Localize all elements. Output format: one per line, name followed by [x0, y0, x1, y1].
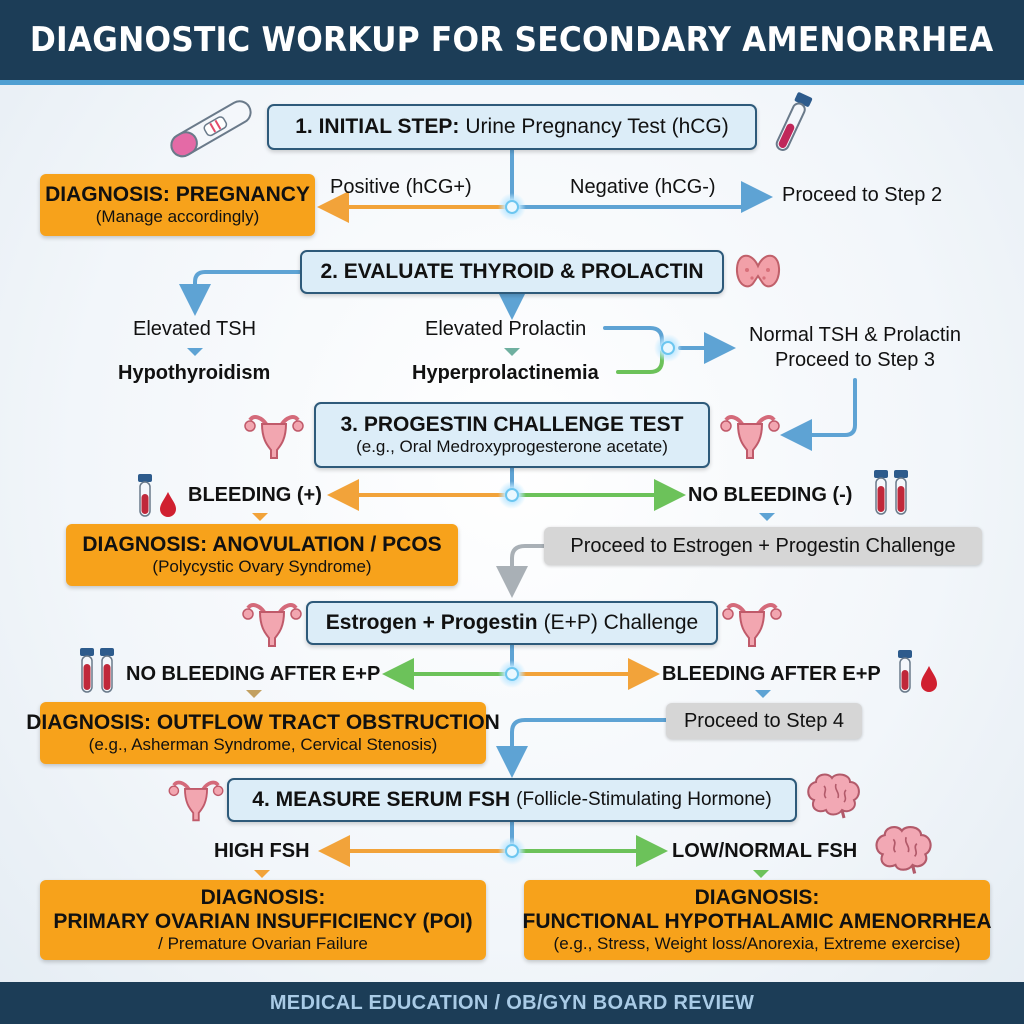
- ep-lead: Estrogen + Progestin: [325, 611, 538, 634]
- diagnosis-fha-box: DIAGNOSIS: FUNCTIONAL HYPOTHALAMIC AMENO…: [522, 880, 992, 960]
- blood-tube-icon: [775, 92, 813, 151]
- diagnosis-anovulation-title: DIAGNOSIS: ANOVULATION / PCOS: [82, 533, 442, 556]
- uterus-icon: [244, 415, 304, 459]
- negative-label: Negative (hCG-): [570, 176, 716, 198]
- blood-tube-icon: [80, 648, 114, 693]
- pregnancy-test-icon: [170, 100, 252, 158]
- uterus-icon: [722, 603, 782, 647]
- high-fsh-label: HIGH FSH: [214, 840, 310, 862]
- ep-rest: (E+P) Challenge: [543, 611, 699, 634]
- hypothyroidism-label: Hypothyroidism: [118, 362, 271, 384]
- step1-box: 1. INITIAL STEP: Urine Pregnancy Test (h…: [267, 104, 757, 150]
- no-bleeding-after-ep-label: NO BLEEDING AFTER E+P: [126, 663, 381, 685]
- diagnosis-fha-line2: FUNCTIONAL HYPOTHALAMIC AMENORRHEA: [522, 910, 992, 933]
- blood-tube-icon: [138, 474, 176, 517]
- brain-icon: [807, 773, 860, 819]
- brain-icon: [875, 826, 932, 874]
- diagnosis-poi-box: DIAGNOSIS: PRIMARY OVARIAN INSUFFICIENCY…: [40, 880, 486, 960]
- diagnosis-fha-line3: (e.g., Stress, Weight loss/Anorexia, Ext…: [553, 934, 961, 953]
- proceed-ep-label: Proceed to Estrogen + Progestin Challeng…: [570, 534, 956, 557]
- footer-bar: MEDICAL EDUCATION / OB/GYN BOARD REVIEW: [0, 982, 1024, 1024]
- blood-tube-icon: [874, 470, 908, 515]
- diagnosis-anovulation-box: DIAGNOSIS: ANOVULATION / PCOS (Polycysti…: [66, 524, 458, 586]
- diagnosis-poi-line2: PRIMARY OVARIAN INSUFFICIENCY (POI): [53, 910, 473, 933]
- diagnosis-outflow-box: DIAGNOSIS: OUTFLOW TRACT OBSTRUCTION (e.…: [26, 702, 500, 764]
- step4-box: 4. MEASURE SERUM FSH (Follicle-Stimulati…: [227, 778, 797, 822]
- diagnosis-outflow-sub: (e.g., Asherman Syndrome, Cervical Steno…: [88, 735, 438, 754]
- step2-box: 2. EVALUATE THYROID & PROLACTIN: [300, 250, 724, 294]
- diagnosis-pregnancy-box: DIAGNOSIS: PREGNANCY (Manage accordingly…: [40, 174, 315, 236]
- proceed-step3-label: Proceed to Step 3: [774, 349, 936, 371]
- diagnosis-poi-line1: DIAGNOSIS:: [200, 886, 326, 909]
- step4-lead: 4. MEASURE SERUM FSH: [252, 788, 511, 811]
- hyperprolactinemia-label: Hyperprolactinemia: [412, 362, 599, 384]
- bleeding-after-ep-label: BLEEDING AFTER E+P: [662, 663, 881, 685]
- low-normal-fsh-label: LOW/NORMAL FSH: [672, 840, 858, 862]
- step4-rest: (Follicle-Stimulating Hormone): [516, 789, 772, 810]
- elevated-prolactin-label: Elevated Prolactin: [425, 318, 587, 340]
- diagnosis-pregnancy-sub: (Manage accordingly): [95, 207, 260, 226]
- uterus-icon: [720, 415, 780, 459]
- proceed-step2-label: Proceed to Step 2: [782, 184, 943, 206]
- proceed-step4-box: Proceed to Step 4: [666, 703, 862, 739]
- step3-title: 3. PROGESTIN CHALLENGE TEST: [340, 413, 684, 436]
- uterus-icon: [242, 603, 302, 647]
- no-bleeding-label: NO BLEEDING (-): [688, 484, 853, 506]
- diagnosis-anovulation-sub: (Polycystic Ovary Syndrome): [152, 557, 372, 576]
- blood-drop-icon: [898, 650, 937, 693]
- page-title: DIAGNOSTIC WORKUP FOR SECONDARY AMENORRH…: [30, 20, 994, 60]
- normal-tsh-prolactin-label: Normal TSH & Prolactin: [749, 324, 961, 346]
- ep-challenge-box: Estrogen + Progestin (E+P) Challenge: [306, 601, 718, 645]
- proceed-ep-box: Proceed to Estrogen + Progestin Challeng…: [544, 527, 982, 565]
- step1-rest: Urine Pregnancy Test (hCG): [465, 115, 729, 138]
- diagnosis-poi-line3: / Premature Ovarian Failure: [158, 934, 368, 953]
- bleeding-positive-label: BLEEDING (+): [188, 484, 322, 506]
- diagnosis-fha-line1: DIAGNOSIS:: [694, 886, 820, 909]
- header-bar: DIAGNOSTIC WORKUP FOR SECONDARY AMENORRH…: [0, 0, 1024, 85]
- diagnosis-pregnancy-title: DIAGNOSIS: PREGNANCY: [45, 183, 310, 206]
- thyroid-icon: [735, 254, 781, 288]
- uterus-icon: [168, 780, 224, 822]
- step3-sub: (e.g., Oral Medroxyprogesterone acetate): [356, 437, 668, 456]
- proceed-step4-label: Proceed to Step 4: [683, 709, 845, 732]
- step2-title: 2. EVALUATE THYROID & PROLACTIN: [320, 260, 704, 283]
- elevated-tsh-label: Elevated TSH: [133, 318, 257, 340]
- step1-lead: 1. INITIAL STEP:: [295, 115, 460, 138]
- step3-box: 3. PROGESTIN CHALLENGE TEST (e.g., Oral …: [314, 402, 710, 468]
- positive-label: Positive (hCG+): [330, 176, 472, 198]
- footer-label: MEDICAL EDUCATION / OB/GYN BOARD REVIEW: [269, 991, 755, 1014]
- diagnosis-outflow-title: DIAGNOSIS: OUTFLOW TRACT OBSTRUCTION: [26, 711, 500, 734]
